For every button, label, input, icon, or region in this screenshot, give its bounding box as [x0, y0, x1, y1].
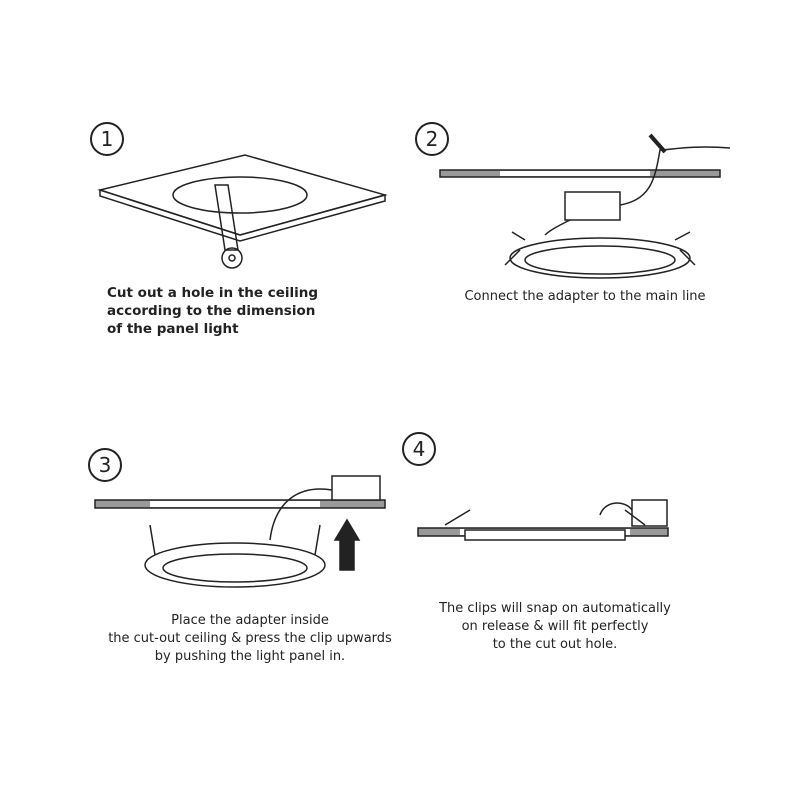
- caption-line: Place the adapter inside: [171, 613, 329, 628]
- step-3-caption: Place the adapter inside the cut-out cei…: [80, 612, 420, 666]
- adapter-placement-illustration: [94, 475, 386, 588]
- step-1-number: 1: [90, 122, 124, 156]
- caption-line: to the cut out hole.: [492, 637, 618, 652]
- upward-arrow-icon: [333, 518, 361, 571]
- caption-line: Cut out a hole in the ceiling: [107, 285, 319, 301]
- installed-panel-illustration: [417, 499, 669, 541]
- step-1-caption: Cut out a hole in the ceiling according …: [107, 284, 318, 338]
- caption-line: on release & will fit perfectly: [461, 619, 649, 634]
- step-2-caption: Connect the adapter to the main line: [430, 288, 740, 306]
- caption-line: according to the dimension: [107, 303, 316, 319]
- caption-line: The clips will snap on automatically: [439, 601, 671, 616]
- caption-line: of the panel light: [107, 321, 239, 337]
- adapter-connection-illustration: [439, 133, 731, 279]
- step-4-number: 4: [402, 432, 436, 466]
- caption-line: the cut-out ceiling & press the clip upw…: [108, 631, 392, 646]
- step-4-caption: The clips will snap on automatically on …: [410, 600, 700, 654]
- caption-line: by pushing the light panel in.: [154, 649, 346, 664]
- ceiling-cutout-illustration: [97, 154, 388, 269]
- step-2-number: 2: [415, 122, 449, 156]
- step-3-number: 3: [88, 448, 122, 482]
- caption-line: Connect the adapter to the main line: [464, 289, 706, 304]
